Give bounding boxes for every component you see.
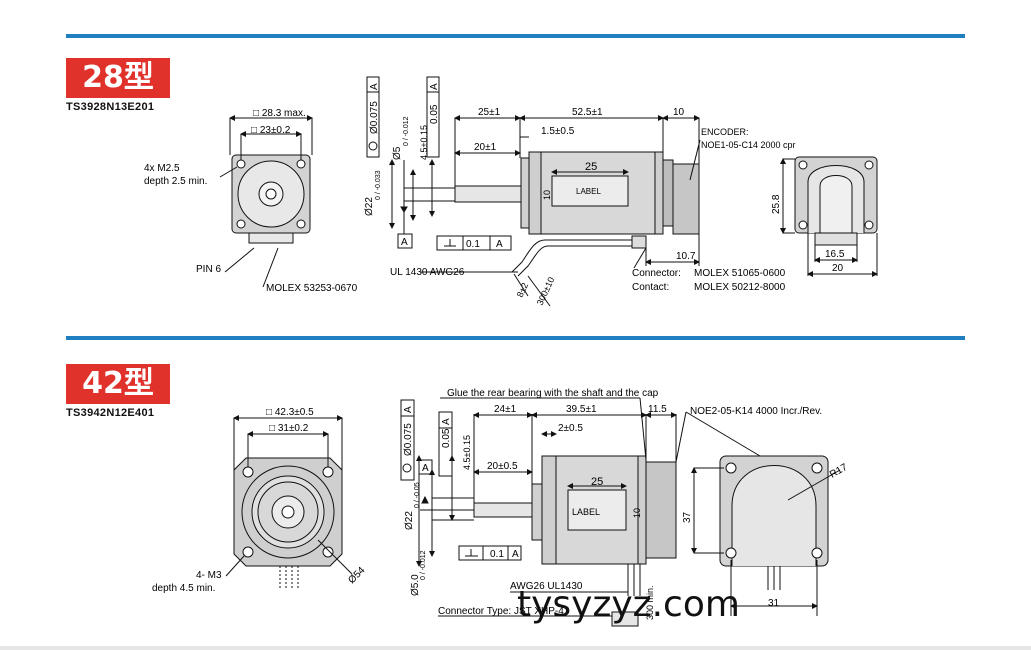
cable-8-28: 8±2	[515, 281, 530, 299]
label-42: LABEL	[572, 507, 600, 517]
runout-datum-28: A	[429, 83, 440, 90]
depth-28: depth 2.5 min.	[144, 176, 207, 187]
model-28: TS3928N13E201	[66, 101, 155, 113]
contact-value-28: MOLEX 50212-8000	[694, 282, 786, 293]
rear-view-28	[780, 156, 878, 277]
h-42: 4.5±0.15	[462, 435, 472, 470]
dim-395-42: 39.5±1	[566, 404, 597, 415]
dim-20-28: 20±1	[474, 142, 497, 153]
front-view-42	[225, 415, 353, 590]
cable-42: AWG26 UL1430	[510, 581, 583, 592]
bottom-edge	[0, 646, 1031, 650]
dim-115-42: 11.5	[648, 404, 667, 415]
badge-28: 28型	[66, 58, 170, 98]
perp-28: 0.1	[466, 239, 480, 250]
runout-28: 0.05	[429, 104, 440, 124]
encoder-title-28: ENCODER:	[701, 127, 749, 137]
datum-box-28: A	[401, 237, 408, 248]
dim-10-28: 10	[673, 107, 685, 118]
depth-42: depth 4.5 min.	[152, 583, 215, 594]
rear-w1-28: 16.5	[825, 249, 845, 260]
h-28: 4.5±0.15	[419, 125, 429, 160]
perp-42: 0.1	[490, 549, 504, 560]
pilot-42: Ø22	[404, 511, 415, 530]
connector-value-28: MOLEX 51065-0600	[694, 268, 786, 279]
dim-24-42: 24±1	[494, 404, 517, 415]
label-28: LABEL	[576, 187, 601, 196]
holes-42: 4- M3	[196, 570, 222, 581]
connector-42: Connector Type: JST XHP-4	[438, 606, 564, 617]
dia-42: Ø54	[346, 565, 367, 586]
side-view-42	[400, 397, 687, 627]
rear-h-42: 37	[682, 511, 693, 523]
cable-len-42: 300 min.	[645, 585, 655, 620]
side-view-28	[366, 76, 701, 307]
label-width-28: 25	[585, 161, 597, 173]
label-width-42: 25	[591, 476, 603, 488]
holes-28: 4x M2.5	[144, 163, 180, 174]
shaft-tol-28: 0 / -0.012	[403, 116, 410, 146]
glue-note-42: Glue the rear bearing with the shaft and…	[447, 388, 659, 399]
shaft-42: Ø5.0	[410, 574, 421, 596]
datum-28-a: A	[369, 83, 380, 90]
runout-42: 0.05	[441, 428, 452, 448]
dim-107-28: 10.7	[676, 251, 696, 262]
datum-42-box: A	[422, 463, 429, 474]
tol-28-a: Ø0.075	[369, 101, 380, 134]
rear-view-42	[685, 411, 841, 616]
rear-w-42: 31	[768, 598, 780, 609]
datum-42-a: A	[403, 406, 414, 413]
pilot-tol-28: 0 / -0.033	[375, 170, 382, 200]
rear-w2-28: 20	[832, 263, 844, 274]
dim-28-max: □ 28.3 max.	[253, 108, 306, 119]
encoder-model-28: NOE1-05-C14 2000 cpr	[701, 140, 796, 150]
radius-42: R17	[828, 462, 850, 481]
dim-25-28: 25±1	[478, 107, 501, 118]
shaft-tol-42: 0 / -0.012	[420, 550, 427, 580]
molex-28: MOLEX 53253-0670	[266, 283, 358, 294]
cable-300-28: 300±10	[535, 275, 557, 306]
connector-label-28: Connector:	[632, 268, 681, 279]
pin-28: PIN 6	[196, 264, 221, 275]
cable-28: UL 1430 AWG26	[390, 267, 465, 278]
middle-divider	[66, 336, 965, 340]
contact-label-28: Contact:	[632, 282, 669, 293]
dim-525-28: 52.5±1	[572, 107, 603, 118]
pilot-28: Ø22	[364, 197, 375, 216]
rear-h-28: 25.8	[771, 194, 782, 214]
label-height-42: 10	[632, 508, 642, 518]
size-42: □ 42.3±0.5	[266, 407, 314, 418]
shaft-28: Ø5	[392, 146, 403, 160]
encoder-42: NOE2-05-K14 4000 Incr./Rev.	[690, 406, 822, 417]
badge-42: 42型	[66, 364, 170, 404]
tol-42-a: Ø0.075	[403, 423, 414, 456]
watermark: tysyzyz.com	[517, 584, 740, 625]
perp-datum-42: A	[512, 549, 519, 560]
model-42: TS3942N12E401	[66, 407, 155, 419]
front-view-28	[219, 115, 313, 288]
pilot-tol-42: 0 / -0.05	[414, 482, 421, 508]
dim-28-pitch: □ 23±0.2	[251, 125, 291, 136]
runout-datum-42: A	[441, 418, 452, 425]
dim-20-42: 20±0.5	[487, 461, 518, 472]
top-divider	[66, 34, 965, 38]
label-height-28: 10	[542, 190, 552, 200]
dim-2-42: 2±0.5	[558, 423, 583, 434]
perp-datum-28: A	[496, 239, 503, 250]
pitch-42: □ 31±0.2	[269, 423, 309, 434]
dim-15-28: 1.5±0.5	[541, 126, 575, 137]
